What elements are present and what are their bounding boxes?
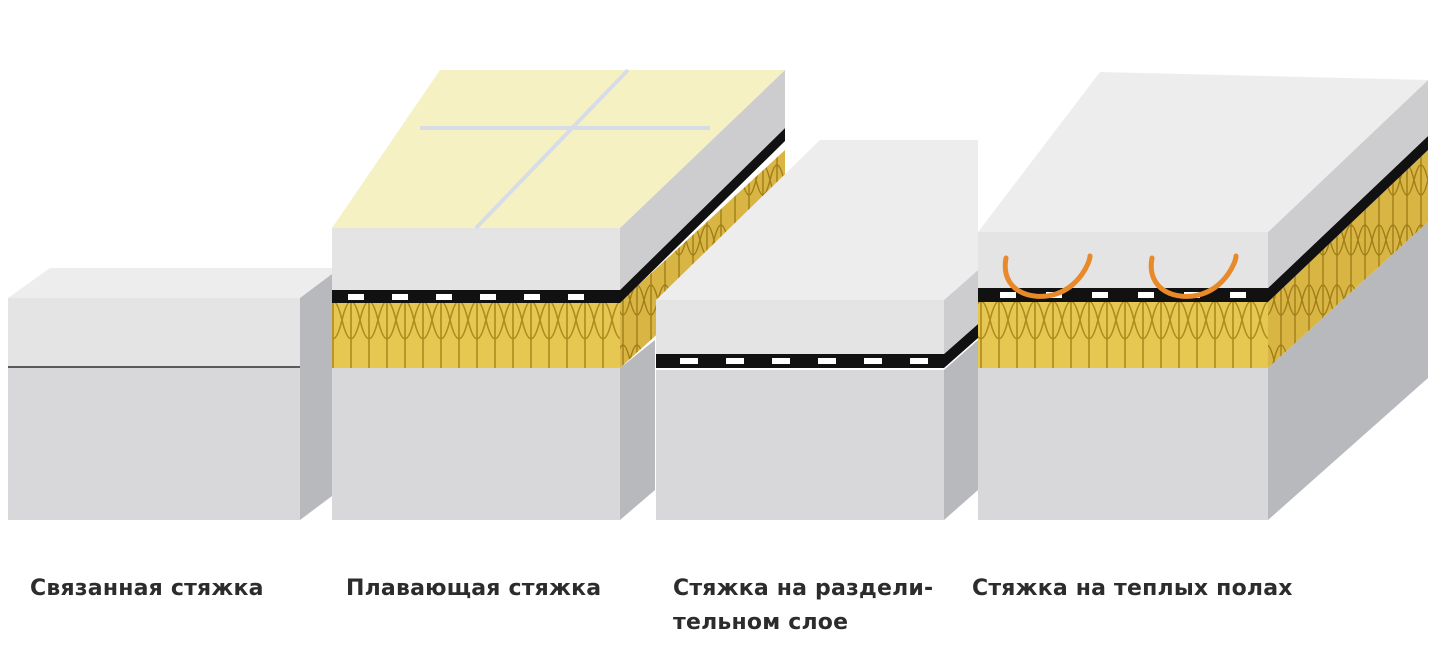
membrane-dashes (348, 294, 584, 300)
screed-front (656, 300, 944, 354)
concrete-side (944, 340, 978, 520)
screed-top (8, 268, 340, 298)
caption-floating-screed: Плавающая стяжка (346, 576, 602, 601)
insulation-front (332, 302, 620, 368)
caption-line: Стяжка на раздели- (673, 576, 934, 601)
screed-front (978, 232, 1268, 288)
block-separating-screed (656, 140, 978, 520)
block-bonded-screed (8, 268, 340, 520)
membrane-side (620, 128, 785, 303)
membrane-side (944, 324, 978, 368)
screed-front (332, 228, 620, 290)
tile-surface (332, 70, 785, 228)
screed-side (944, 270, 978, 354)
concrete-front (978, 368, 1268, 520)
screed-side (620, 70, 785, 290)
screed-top (656, 140, 978, 300)
membrane-dashes (680, 358, 928, 364)
caption-bonded-screed: Связанная стяжка (30, 576, 264, 601)
caption-line: тельном слое (673, 610, 849, 635)
tile-joint (474, 68, 630, 230)
screed-front (8, 298, 300, 366)
insulation-front (978, 302, 1268, 368)
screed-side (1268, 80, 1428, 288)
membrane-side (1268, 136, 1428, 302)
caption-heated-screed: Стяжка на теплых полах (972, 576, 1293, 601)
heating-pipe-icon (1002, 253, 1093, 299)
concrete-front (656, 370, 944, 520)
membrane-front (656, 354, 944, 368)
block-heated-screed (978, 72, 1428, 520)
concrete-front (8, 368, 300, 520)
insulation-side (1268, 150, 1428, 368)
membrane-front (978, 288, 1268, 302)
concrete-front (332, 368, 620, 520)
heating-pipe-icon (1148, 253, 1239, 299)
concrete-side (620, 340, 655, 520)
screed-top (978, 72, 1428, 232)
concrete-side (1268, 222, 1428, 520)
caption-separating-screed: Стяжка на раздели- тельном слое (673, 572, 933, 640)
concrete-side (300, 268, 340, 520)
diagram-canvas (8, 68, 1428, 520)
